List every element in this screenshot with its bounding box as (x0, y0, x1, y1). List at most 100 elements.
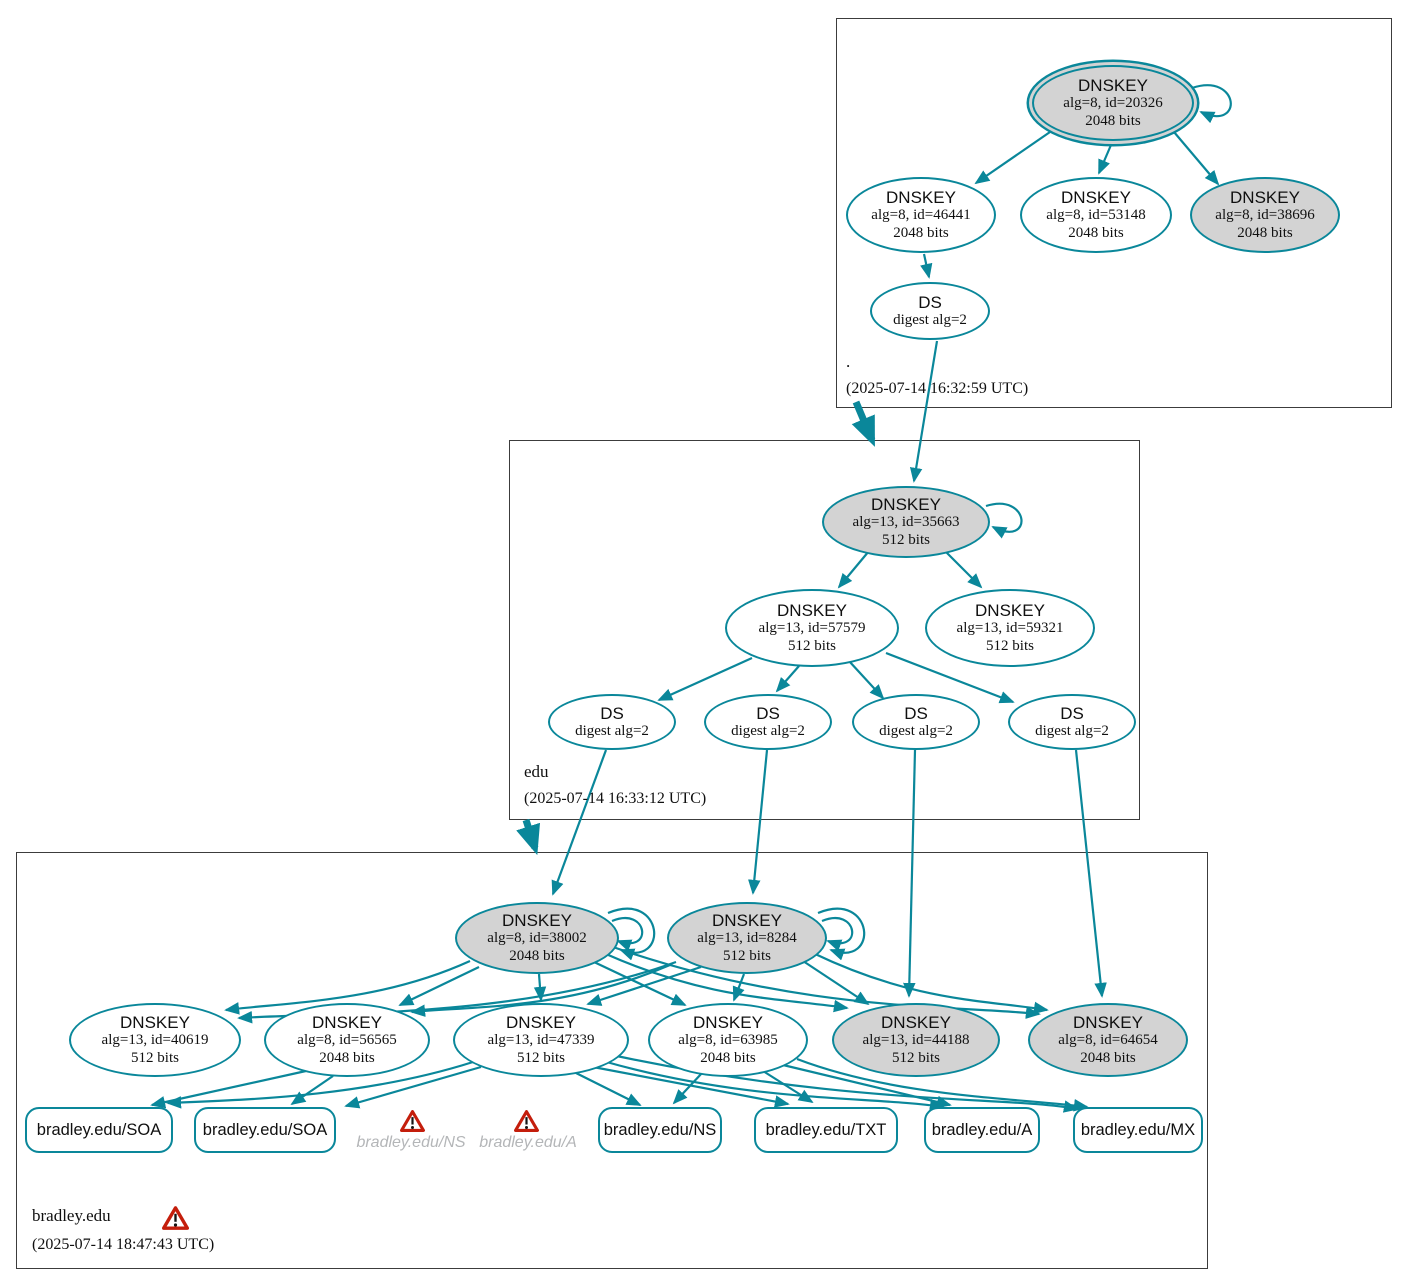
node-title: DNSKEY (502, 910, 572, 930)
edge-8284-64654 (812, 952, 1049, 1015)
dnskey-node-47339[interactable]: DNSKEY alg=13, id=47339 512 bits (453, 1003, 629, 1077)
node-alg: alg=13, id=59321 (956, 619, 1064, 636)
edge-8284-44188 (802, 960, 870, 1006)
node-bits: 2048 bits (700, 1049, 756, 1066)
dnskey-node-38696[interactable]: DNSKEY alg=8, id=38696 2048 bits (1190, 177, 1340, 253)
node-alg: alg=13, id=35663 (852, 513, 960, 530)
node-title: DNSKEY (712, 910, 782, 930)
node-alg: alg=13, id=44188 (862, 1031, 970, 1048)
ds-node-edu-1[interactable]: DS digest alg=2 (548, 694, 676, 750)
edge-63985-a (782, 1063, 952, 1109)
edge-57579-ds1 (657, 656, 753, 702)
node-title: DNSKEY (506, 1012, 576, 1032)
edge-delegation-edu-bradley (516, 818, 541, 856)
dnskey-node-63985[interactable]: DNSKEY alg=8, id=63985 2048 bits (648, 1003, 808, 1077)
zone-label-bradley-edu: bradley.edu (32, 1206, 111, 1225)
dnskey-node-59321[interactable]: DNSKEY alg=13, id=59321 512 bits (925, 589, 1095, 667)
node-bits: 2048 bits (319, 1049, 375, 1066)
ds-node-edu-2[interactable]: DS digest alg=2 (704, 694, 832, 750)
rrset-soa-1[interactable]: bradley.edu/SOA (25, 1107, 173, 1153)
node-alg: alg=8, id=63985 (678, 1031, 778, 1048)
dnskey-node-40619[interactable]: DNSKEY alg=13, id=40619 512 bits (69, 1003, 241, 1077)
rrset-label: bradley.edu/MX (1080, 1120, 1196, 1139)
dnskey-node-57579[interactable]: DNSKEY alg=13, id=57579 512 bits (725, 589, 899, 667)
node-bits: 512 bits (131, 1049, 179, 1066)
node-alg: alg=13, id=57579 (758, 619, 866, 636)
zone-box-edu (509, 440, 1140, 820)
ds-node-root[interactable]: DS digest alg=2 (870, 282, 990, 340)
edge-46441-ds (920, 253, 933, 279)
edge-38002-63985 (593, 961, 687, 1006)
edge-ds4-64654 (1074, 749, 1107, 998)
dnskey-node-46441[interactable]: DNSKEY alg=8, id=46441 2048 bits (846, 177, 996, 253)
rrset-label: bradley.edu/TXT (765, 1120, 887, 1139)
rrset-txt[interactable]: bradley.edu/TXT (754, 1107, 898, 1153)
ds-node-edu-4[interactable]: DS digest alg=2 (1008, 694, 1136, 750)
edge-selfloop-8284-inner (821, 917, 854, 952)
node-alg: alg=8, id=20326 (1063, 94, 1163, 111)
zone-box-bradley-edu (16, 852, 1208, 1269)
edge-57579-ds4 (885, 651, 1015, 704)
zone-timestamp-root: (2025-07-14 16:32:59 UTC) (846, 380, 1029, 397)
dnskey-node-64654[interactable]: DNSKEY alg=8, id=64654 2048 bits (1028, 1003, 1188, 1077)
node-alg: alg=8, id=53148 (1046, 206, 1146, 223)
rrset-soa-2[interactable]: bradley.edu/SOA (194, 1107, 336, 1153)
node-detail: digest alg=2 (575, 722, 649, 739)
edge-delegation-root-edu (851, 400, 876, 447)
dnskey-node-35663[interactable]: DNSKEY alg=13, id=35663 512 bits (822, 486, 990, 558)
dnskey-node-38002[interactable]: DNSKEY alg=8, id=38002 2048 bits (455, 902, 619, 974)
edge-47339-ns (575, 1072, 642, 1106)
warning-icon (400, 1110, 425, 1132)
edge-20326-38696 (1173, 131, 1220, 186)
node-title: DNSKEY (1061, 187, 1131, 207)
node-alg: alg=8, id=56565 (297, 1031, 397, 1048)
node-title: DNSKEY (777, 600, 847, 620)
zone-label-root: . (846, 352, 851, 371)
rrset-mx[interactable]: bradley.edu/MX (1073, 1107, 1203, 1153)
rrset-label: bradley.edu/SOA (36, 1120, 162, 1139)
rrset-a-warning[interactable]: bradley.edu/A (479, 1134, 577, 1151)
node-alg: alg=8, id=38696 (1215, 206, 1315, 223)
edge-20326-46441 (974, 131, 1051, 185)
edge-63985-txt (762, 1070, 814, 1104)
node-bits: 2048 bits (1068, 224, 1124, 241)
node-title: DS (918, 292, 942, 312)
node-bits: 512 bits (882, 531, 930, 548)
node-title: DNSKEY (1078, 75, 1148, 95)
node-bits: 2048 bits (1080, 1049, 1136, 1066)
ds-node-edu-3[interactable]: DS digest alg=2 (852, 694, 980, 750)
node-title: DNSKEY (886, 187, 956, 207)
node-bits: 512 bits (723, 947, 771, 964)
edge-selfloop-38002-outer (607, 907, 656, 961)
dnskey-node-8284[interactable]: DNSKEY alg=13, id=8284 512 bits (667, 902, 827, 974)
edge-38002-56565 (398, 966, 480, 1006)
edge-63985-ns (672, 1072, 703, 1105)
edge-8284-47339 (586, 965, 702, 1006)
dnskey-node-20326[interactable]: DNSKEY alg=8, id=20326 2048 bits (1032, 65, 1194, 141)
dnskey-node-56565[interactable]: DNSKEY alg=8, id=56565 2048 bits (264, 1003, 430, 1077)
node-alg: alg=8, id=64654 (1058, 1031, 1158, 1048)
rrset-ns[interactable]: bradley.edu/NS (598, 1107, 722, 1153)
node-title: DNSKEY (1073, 1012, 1143, 1032)
edge-57579-ds3 (848, 660, 885, 700)
node-bits: 2048 bits (1237, 224, 1293, 241)
rrset-a[interactable]: bradley.edu/A (924, 1107, 1040, 1153)
rrset-ns-warning[interactable]: bradley.edu/NS (356, 1134, 466, 1151)
node-detail: digest alg=2 (1035, 722, 1109, 739)
node-alg: alg=13, id=40619 (101, 1031, 209, 1048)
edge-8284-63985 (732, 973, 746, 1002)
node-bits: 2048 bits (893, 224, 949, 241)
dnskey-node-44188[interactable]: DNSKEY alg=13, id=44188 512 bits (832, 1003, 1000, 1077)
node-title: DNSKEY (881, 1012, 951, 1032)
node-title: DNSKEY (975, 600, 1045, 620)
zone-timestamp-bradley-edu: (2025-07-14 18:47:43 UTC) (32, 1236, 215, 1253)
edge-rootds-35663 (909, 340, 939, 483)
rrset-label: bradley.edu/NS (603, 1120, 717, 1139)
edge-63985-mx (796, 1057, 1089, 1112)
dnskey-node-53148[interactable]: DNSKEY alg=8, id=53148 2048 bits (1020, 177, 1172, 253)
node-detail: digest alg=2 (731, 722, 805, 739)
edge-selfloop-35663 (985, 502, 1023, 539)
node-bits: 2048 bits (1085, 112, 1141, 129)
node-alg: alg=8, id=38002 (487, 929, 587, 946)
